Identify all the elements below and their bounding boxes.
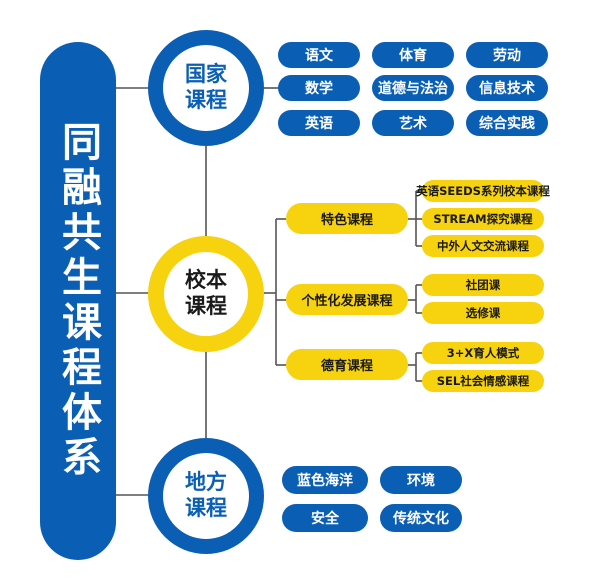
school-curriculum-label: 校本课程 [185, 268, 227, 318]
local-curriculum-label: 地方课程 [185, 470, 227, 520]
school-group-label: 特色课程 [286, 203, 408, 234]
school-group-label: 德育课程 [286, 349, 408, 380]
national-item: 体育 [372, 42, 454, 68]
local-item: 传统文化 [380, 504, 462, 532]
national-item: 语文 [278, 42, 360, 68]
school-group-item: STREAM探究课程 [422, 208, 544, 230]
national-curriculum-label: 国家课程 [185, 62, 227, 112]
local-item: 安全 [282, 504, 368, 532]
school-group-item: 选修课 [422, 302, 544, 324]
national-item: 信息技术 [466, 75, 548, 101]
school-curriculum-node: 校本课程 [148, 236, 264, 352]
title-bar: 同融共生课程体系 [40, 42, 116, 560]
school-group-item: 英语SEEDS系列校本课程 [416, 180, 550, 202]
local-curriculum-node: 地方课程 [148, 438, 264, 554]
national-item: 综合实践 [466, 110, 548, 136]
school-group-item: SEL社会情感课程 [422, 370, 544, 392]
local-item: 环境 [380, 466, 462, 494]
national-item: 英语 [278, 110, 360, 136]
national-curriculum-node: 国家课程 [148, 30, 264, 146]
national-item: 数学 [278, 75, 360, 101]
national-item: 道德与法治 [372, 75, 454, 101]
national-item: 艺术 [372, 110, 454, 136]
school-group-item: 3+X育人模式 [422, 342, 544, 364]
school-group-label: 个性化发展课程 [286, 284, 408, 315]
national-item: 劳动 [466, 42, 548, 68]
school-group-item: 社团课 [422, 274, 544, 296]
diagram-title: 同融共生课程体系 [55, 121, 101, 481]
local-item: 蓝色海洋 [282, 466, 368, 494]
school-group-item: 中外人文交流课程 [422, 235, 544, 257]
